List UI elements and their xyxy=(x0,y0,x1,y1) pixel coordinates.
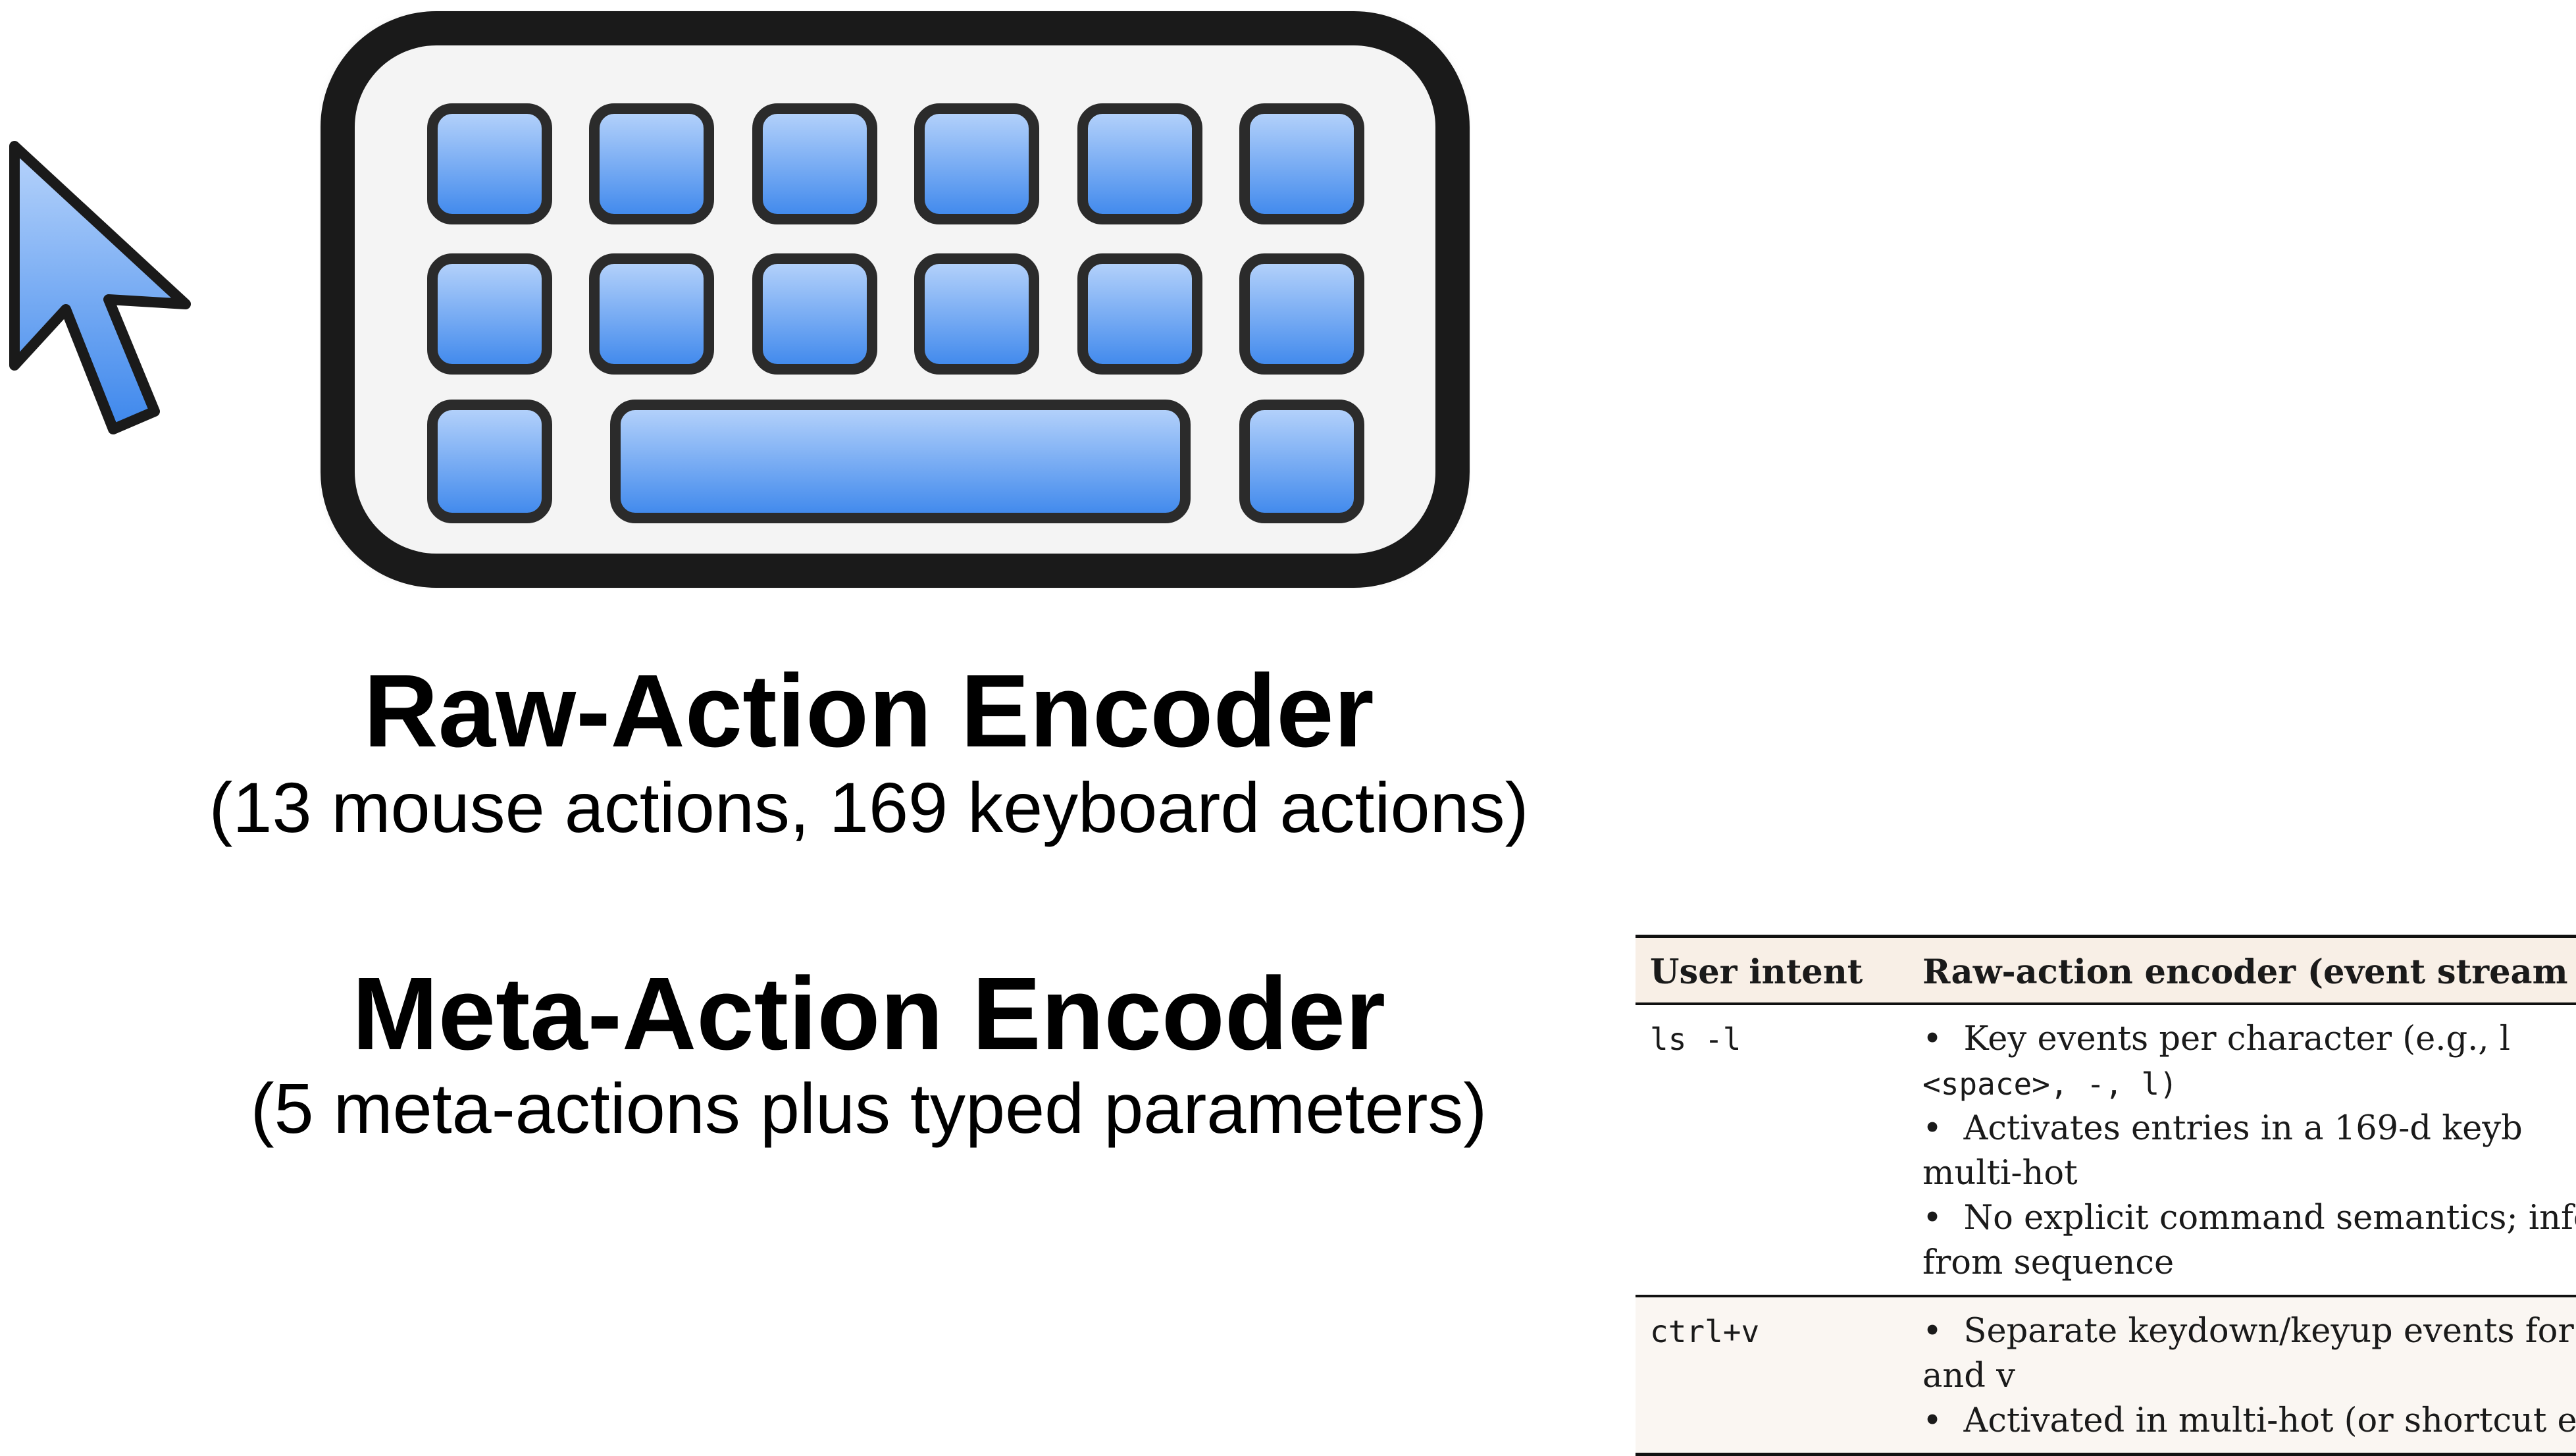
keyboard-key xyxy=(610,400,1191,523)
bullet-text: Activates entries in a 169-d keyb xyxy=(1963,1109,2523,1148)
intent-cell: ls -l xyxy=(1636,1004,1908,1297)
keyboard-key xyxy=(914,253,1039,375)
bullet-item: • Key events per character (e.g., l<spac… xyxy=(1922,1020,2511,1102)
keyboard-key xyxy=(1077,103,1202,224)
keyboard-key xyxy=(752,103,877,224)
keyboard-key xyxy=(589,103,714,224)
mouse-cursor-icon xyxy=(9,141,191,434)
intent-cell: ctrl+v xyxy=(1636,1296,1908,1456)
keyboard-key xyxy=(589,253,714,375)
meta-action-encoder-subtitle: (5 meta-actions plus typed parameters) xyxy=(250,1068,1487,1148)
bullet-text: Key events per character (e.g., l xyxy=(1963,1020,2511,1058)
keyboard-key xyxy=(752,253,877,375)
header-raw-action-encoder: Raw-action encoder (event stream xyxy=(1908,935,2576,1005)
meta-action-encoder-title: Meta-Action Encoder xyxy=(351,956,1386,1072)
description-cell: • Key events per character (e.g., l<spac… xyxy=(1908,1004,2576,1297)
bullet-continuation: and v xyxy=(1922,1357,2015,1395)
bullet-text: Separate keydown/keyup events for xyxy=(1963,1312,2574,1351)
comparison-table: User intent Raw-action encoder (event st… xyxy=(1636,935,2576,1456)
keyboard-key xyxy=(1239,400,1364,523)
header-user-intent: User intent xyxy=(1636,935,1908,1005)
bullet-continuation: from sequence xyxy=(1922,1243,2175,1282)
keyboard-key xyxy=(1239,103,1364,224)
bullet-text: No explicit command semantics; infe xyxy=(1963,1199,2576,1237)
raw-action-encoder-subtitle: (13 mouse actions, 169 keyboard actions) xyxy=(209,767,1529,847)
bullet-continuation: multi-hot xyxy=(1922,1154,2078,1193)
bullet-continuation: <space>, -, l) xyxy=(1922,1066,2178,1102)
keyboard-key xyxy=(1239,253,1364,375)
keyboard-key xyxy=(1077,253,1202,375)
table-row: ctrl+v • Separate keydown/keyup events f… xyxy=(1636,1296,2576,1456)
keyboard-key xyxy=(427,103,552,224)
table-row: ls -l • Key events per character (e.g., … xyxy=(1636,1004,2576,1297)
keyboard-key xyxy=(914,103,1039,224)
table-header-row: User intent Raw-action encoder (event st… xyxy=(1636,935,2576,1005)
bullet-text: Activated in multi-hot (or shortcut er xyxy=(1963,1401,2576,1440)
bullet-item: • Activated in multi-hot (or shortcut er xyxy=(1922,1399,2576,1443)
keyboard-key xyxy=(427,400,552,523)
keyboard-icon xyxy=(321,11,1470,588)
raw-action-encoder-title: Raw-Action Encoder xyxy=(363,654,1374,769)
keyboard-key xyxy=(427,253,552,375)
